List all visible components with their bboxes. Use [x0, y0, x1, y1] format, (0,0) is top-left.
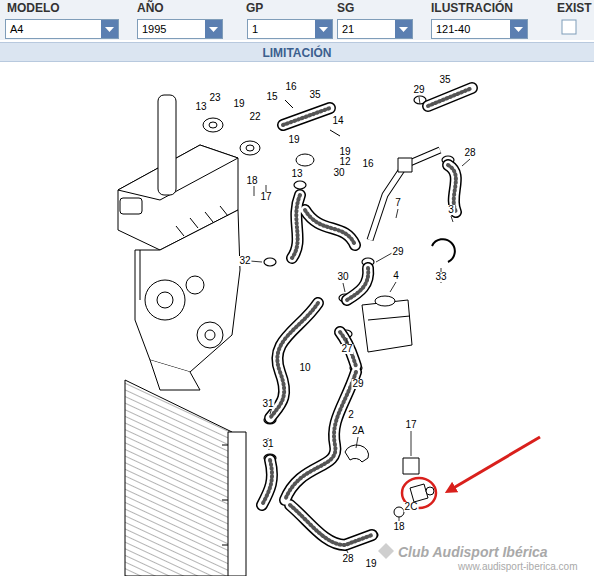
field-value: LIMITACIÓN — [262, 46, 331, 60]
callout-number: 2 — [347, 410, 355, 420]
section-band: LIMITACIÓN — [0, 42, 594, 62]
callout-number: 10 — [298, 363, 311, 373]
callout-number: 30 — [332, 168, 345, 178]
callout-number: 17 — [259, 192, 272, 202]
callout-number: 19 — [232, 99, 245, 109]
callout-number: 13 — [194, 102, 207, 112]
field-value: 21 — [342, 23, 354, 35]
callout-number: 32 — [238, 256, 251, 266]
callout-number: 17 — [404, 420, 417, 430]
callout-number: 18 — [392, 522, 405, 532]
callout-number: 35 — [438, 75, 451, 85]
callout-number: 19 — [287, 135, 300, 145]
callout-number: 28 — [463, 148, 476, 158]
field-value: 1995 — [142, 23, 166, 35]
callout-number: 30 — [336, 272, 349, 282]
callout-number: 33 — [434, 272, 447, 282]
select-field: 21 — [337, 19, 413, 39]
callout-number: 23 — [208, 93, 221, 103]
select-field: 121-40 — [431, 19, 528, 39]
dropdown-button — [315, 20, 332, 38]
column-header: AÑO — [137, 2, 164, 14]
callout-number: 16 — [361, 159, 374, 169]
callout-number: 22 — [248, 112, 261, 122]
column-header: GP — [246, 2, 263, 14]
dropdown-button — [101, 20, 118, 38]
callout-number: 27 — [340, 344, 353, 354]
select-field: A4 — [5, 19, 119, 39]
select-field: 1995 — [137, 19, 223, 39]
callout-number: 29 — [391, 247, 404, 257]
callout-number: 28 — [341, 554, 354, 564]
callout-number: 4 — [392, 271, 400, 281]
callout-number: 18 — [245, 176, 258, 186]
callout-number: 19 — [338, 147, 351, 157]
field-value: 121-40 — [436, 23, 470, 35]
column-header: SG — [337, 2, 354, 14]
dropdown-button — [205, 20, 222, 38]
callout-number: 31 — [261, 439, 274, 449]
callout-number: 29 — [412, 85, 425, 95]
callout-number: 2C — [404, 502, 419, 512]
dropdown-button — [395, 20, 412, 38]
dropdown-button — [510, 20, 527, 38]
callout-number: 3 — [447, 205, 455, 215]
callout-number: 19 — [364, 559, 377, 569]
callout-number: 13 — [290, 169, 303, 179]
callout-number: 15 — [265, 92, 278, 102]
callout-number: 7 — [394, 198, 402, 208]
column-header: MODELO — [7, 2, 60, 14]
callout-number: 31 — [261, 399, 274, 409]
callout-number: 14 — [331, 116, 344, 126]
watermark: www.audisport-iberica.com — [458, 562, 578, 572]
callout-number: 16 — [284, 82, 297, 92]
select-field: 1 — [247, 19, 333, 39]
callout-number: 35 — [308, 90, 321, 100]
callout-number: 29 — [351, 379, 364, 389]
field-value: 1 — [252, 23, 258, 35]
column-header: EXIST — [557, 2, 592, 14]
column-header: ILUSTRACIÓN — [431, 2, 513, 14]
callout-number: 12 — [338, 157, 351, 167]
field-value: A4 — [10, 23, 23, 35]
watermark: Club Audisport Ibérica — [398, 545, 548, 559]
callout-number: 2A — [351, 426, 365, 436]
